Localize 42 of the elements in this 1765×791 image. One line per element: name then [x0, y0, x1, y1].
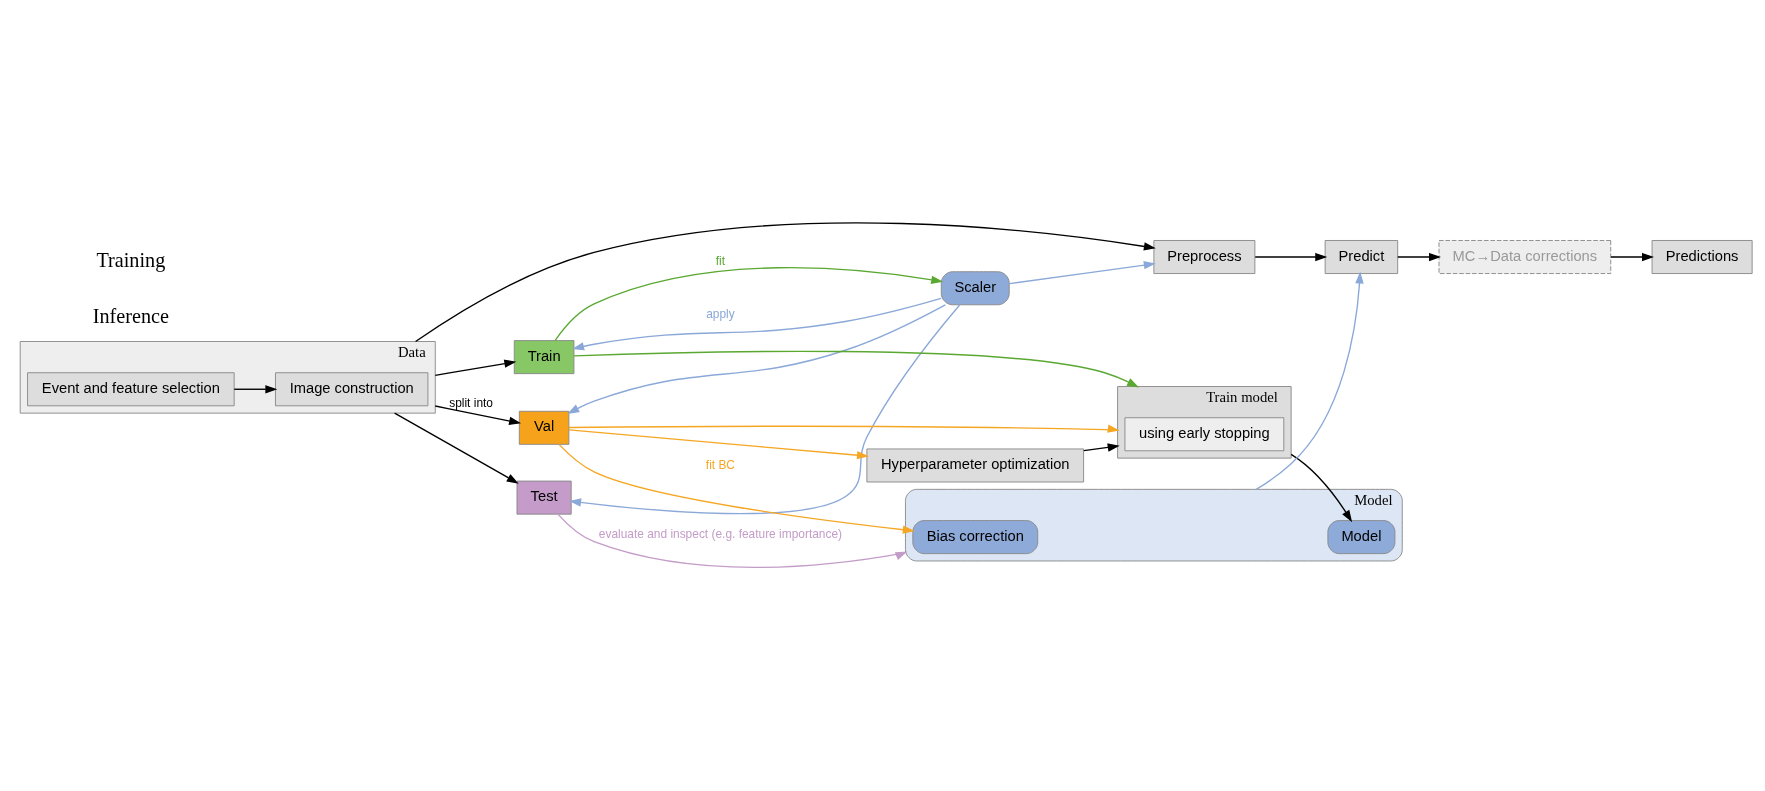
node-box: MC→Data corrections: [1438, 240, 1612, 274]
node-box: Preprocess: [1153, 240, 1256, 274]
arrow: [1610, 252, 1654, 262]
node-box: Train: [513, 340, 575, 375]
edge-label: split into: [449, 396, 493, 411]
arrow: [1290, 453, 1353, 523]
label: Training: [96, 248, 166, 271]
arrow: [567, 304, 946, 414]
node-box: Test: [516, 480, 572, 515]
arrow: [1083, 443, 1120, 452]
arrow: [558, 443, 915, 534]
node-box: using early stopping: [1124, 417, 1285, 452]
arrow: [568, 429, 869, 460]
edge-label: evaluate and inspect (e.g. feature importance): [598, 527, 843, 542]
arrow: [233, 385, 278, 394]
label: Inference: [92, 304, 169, 327]
node-box: Image construction: [275, 372, 429, 407]
node-box: Event and feature selection: [27, 372, 235, 407]
arrow: [1254, 252, 1328, 262]
arrow: [557, 513, 908, 569]
arrow: [1397, 252, 1441, 262]
arrow: [568, 424, 1120, 433]
arrow: [573, 350, 1140, 388]
edge-label: apply: [706, 306, 735, 321]
node-box: Predictions: [1651, 240, 1753, 274]
node-box: Val: [518, 410, 570, 445]
node-box: Model: [1327, 520, 1396, 555]
arrow: [572, 297, 942, 351]
arrow: [414, 222, 1156, 343]
arrow: [554, 267, 944, 342]
edge-label: fit: [715, 253, 726, 268]
arrow: [1008, 261, 1156, 285]
arrow: [434, 405, 522, 426]
node-box: Bias correction: [912, 520, 1039, 555]
arrow: [434, 359, 517, 376]
node-box: Predict: [1324, 240, 1399, 274]
arrow: [569, 304, 961, 515]
arrow: [1255, 271, 1364, 491]
arrow: [393, 412, 519, 484]
edge-label: fit BC: [705, 457, 735, 472]
node-box: Scaler: [940, 271, 1010, 306]
node-box: Hyperparameter optimization: [866, 448, 1085, 483]
